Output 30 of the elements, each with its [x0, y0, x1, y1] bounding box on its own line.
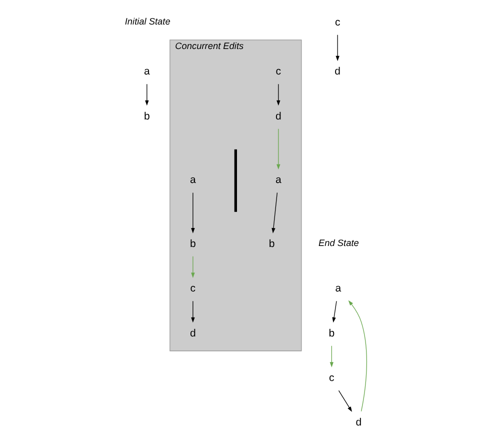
arrow [276, 84, 280, 106]
node-text: a [190, 174, 196, 186]
node-text: d [275, 110, 282, 122]
node-text: a [275, 174, 282, 186]
node-text: d [190, 327, 196, 340]
arrow [191, 192, 195, 234]
arrow [348, 300, 368, 412]
arrow [145, 84, 149, 106]
node-text: c [190, 282, 196, 295]
node-text: d [334, 66, 340, 78]
arrow [272, 192, 278, 234]
node-text: b [190, 238, 196, 250]
node-text: b [268, 238, 275, 250]
arrow [276, 128, 280, 170]
label: End State [318, 238, 359, 248]
node-text: c [329, 372, 334, 384]
node-text: b [144, 110, 150, 122]
node-text: b [328, 327, 335, 340]
node-text: c [276, 66, 282, 78]
node-text: c [334, 16, 340, 28]
arrow [332, 300, 337, 323]
arrow [338, 390, 352, 412]
node-text: d [356, 416, 362, 429]
arrow [336, 34, 340, 62]
arrow [191, 300, 195, 323]
label: Initial State [124, 16, 170, 27]
arrow [330, 346, 334, 368]
node-text: a [144, 66, 150, 78]
arrow [191, 256, 195, 278]
node-text: a [335, 282, 342, 295]
